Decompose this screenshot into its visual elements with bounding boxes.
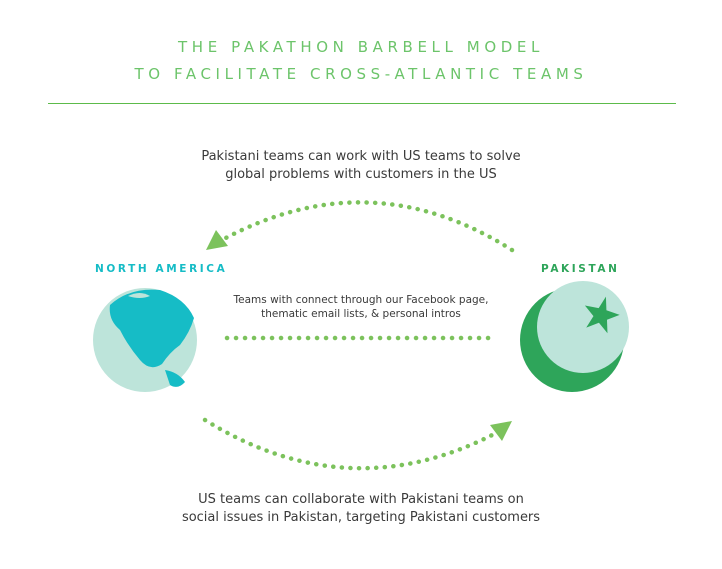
left-arrowhead-icon (206, 230, 228, 250)
middle-caption-line-2: thematic email lists, & personal intros (261, 308, 461, 320)
top-caption-line-1: Pakistani teams can work with US teams t… (201, 149, 521, 164)
north-america-globe-icon (93, 288, 197, 392)
bottom-dotted-arc (202, 417, 501, 471)
right-arrowhead-icon (490, 421, 512, 441)
pakistan-label: PAKISTAN (541, 263, 620, 275)
star-icon (584, 296, 620, 334)
bottom-caption-line-1: US teams can collaborate with Pakistani … (198, 492, 524, 507)
pakistan-crescent-star-icon (520, 281, 629, 392)
title-line-2: TO FACILITATE CROSS-ATLANTIC TEAMS (134, 65, 588, 83)
top-caption-line-2: global problems with customers in the US (225, 167, 497, 182)
bottom-caption: US teams can collaborate with Pakistani … (0, 491, 722, 527)
north-america-label: NORTH AMERICA (95, 263, 228, 275)
middle-caption-line-1: Teams with connect through our Facebook … (233, 294, 489, 306)
middle-caption: Teams with connect through our Facebook … (0, 293, 722, 321)
top-dotted-arc (219, 200, 515, 253)
title-divider (48, 103, 676, 104)
bottom-caption-line-2: social issues in Pakistan, targeting Pak… (181, 510, 541, 525)
top-caption: Pakistani teams can work with US teams t… (0, 148, 722, 184)
title-line-1: THE PAKATHON BARBELL MODEL (178, 38, 544, 56)
